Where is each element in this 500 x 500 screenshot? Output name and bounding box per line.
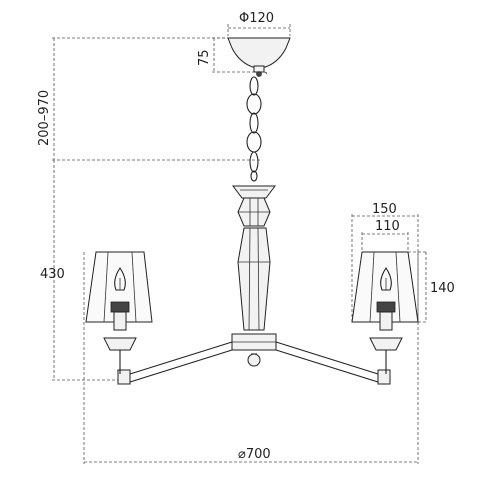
suspension-chain [246,76,262,182]
right-lamp [351,251,419,374]
overall-diameter-label: ⌀700 [238,447,271,462]
left-lamp [85,251,153,374]
shade-inner-width-label: 110 [375,219,400,234]
central-column [231,185,277,367]
ceiling-canopy [227,37,291,77]
dimension-labels: Φ120 75 200–970 430 150 110 140 ⌀700 [37,11,455,462]
canopy-height-label: 75 [197,49,212,66]
chandelier-arms [117,341,391,385]
chain-length-label: 200–970 [37,90,52,146]
shade-height-label: 140 [430,281,455,296]
total-height-label: 430 [40,267,65,282]
canopy-diameter-label: Φ120 [239,11,274,26]
shade-outer-width-label: 150 [372,202,397,217]
dimension-lines [52,24,428,464]
